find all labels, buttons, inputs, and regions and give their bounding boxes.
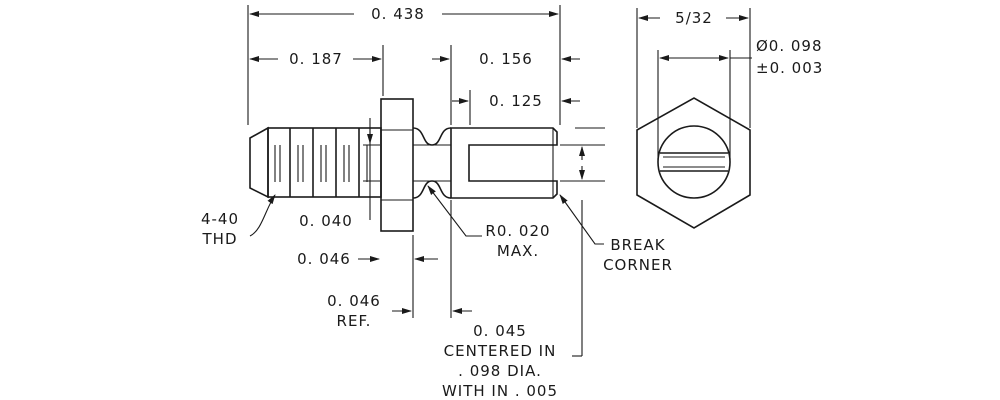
dimension-lines: [247, 5, 752, 357]
slot-note-line3: . 098 DIA.: [458, 362, 542, 380]
dim-slotted-end-length: 0. 156: [479, 50, 533, 68]
dim-neck-width: 0. 046: [327, 292, 381, 310]
labels: 0. 438 0. 187 0. 156 0. 125 0. 040 0. 04…: [201, 5, 823, 400]
slot-note-line1: 0. 045: [473, 322, 527, 340]
end-view: [636, 97, 751, 229]
slot-note-line2: CENTERED IN: [444, 342, 557, 360]
hex-flange: [380, 98, 414, 232]
dim-thread-length: 0. 187: [289, 50, 343, 68]
dim-neck-width-note: REF.: [337, 312, 372, 330]
dim-hex-size: 5/32: [675, 9, 713, 27]
side-view: [249, 98, 558, 232]
dim-diameter: Ø0. 098: [756, 37, 823, 55]
dim-flange-thickness: 0. 046: [297, 250, 351, 268]
dim-overall-length: 0. 438: [371, 5, 425, 23]
dim-slot-width: 0. 040: [299, 212, 353, 230]
slotted-end: [450, 127, 558, 199]
break-note-line1: BREAK: [610, 236, 665, 254]
thread-note-line1: 4-40: [201, 210, 239, 228]
dim-diameter-tolerance: ±0. 003: [756, 59, 823, 77]
thread-note-line2: THD: [202, 230, 238, 248]
radius-note-line1: R0. 020: [485, 222, 550, 240]
break-note-line2: CORNER: [603, 256, 673, 274]
neck: [412, 127, 452, 199]
dim-slot-depth: 0. 125: [489, 92, 543, 110]
threaded-section: [249, 126, 382, 199]
slot-note-line4: WITH IN . 005: [442, 382, 558, 400]
radius-note-line2: MAX.: [497, 242, 539, 260]
